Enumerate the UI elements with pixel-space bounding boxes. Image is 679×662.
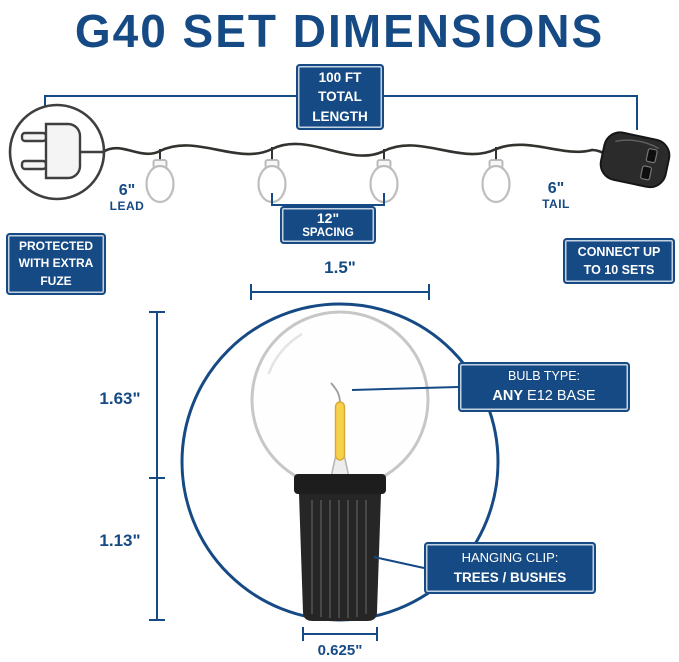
page-title: G40 SET DIMENSIONS (74, 5, 605, 57)
tail-caption: TAIL (542, 197, 570, 212)
base-width-dimension-line (302, 627, 378, 641)
socket-base (299, 494, 381, 621)
fuze-line3: FUZE (40, 273, 72, 288)
led-filament (334, 401, 346, 461)
bulb-type-emphasis: ANY (492, 388, 524, 405)
total-length-line2: TOTAL (318, 89, 362, 105)
lead-label: 6" LEAD (99, 182, 155, 214)
hanging-clip-callout: HANGING CLIP: TREES / BUSHES (424, 542, 596, 594)
plug-icon (8, 103, 106, 201)
lead-value: 6" (118, 182, 136, 199)
connect-line1: CONNECT UP (577, 244, 661, 259)
fuze-note-callout: PROTECTED WITH EXTRA FUZE (6, 233, 106, 295)
connect-note-callout: CONNECT UP TO 10 SETS (563, 238, 675, 284)
socket-ribs (311, 500, 367, 618)
fuze-line2: WITH EXTRA (18, 256, 94, 271)
bulb-type-rest: E12 BASE (527, 388, 596, 405)
tail-value: 6" (547, 180, 565, 197)
total-length-line3: LENGTH (312, 108, 368, 124)
string-bulb-socket (481, 147, 511, 204)
tail-label: 6" TAIL (528, 180, 584, 212)
width-dimension-line (250, 284, 430, 300)
spacing-value: 12" (316, 209, 340, 226)
connect-line2: TO 10 SETS (583, 263, 655, 277)
hanging-clip-value: TREES / BUSHES (453, 569, 567, 585)
hanging-clip-label: HANGING CLIP: (461, 550, 559, 566)
string-bulb-socket (145, 149, 175, 204)
socket-collar (294, 474, 386, 494)
tail-connector-icon (599, 131, 671, 189)
bulb-type-label: BULB TYPE: (507, 369, 581, 384)
total-length-line1: 100 FT (318, 69, 362, 85)
spacing-caption: SPACING (302, 226, 354, 239)
dimension-glass-height-label: 1.63" (99, 389, 141, 408)
height-dimension-line (149, 311, 165, 621)
string-wire (101, 142, 594, 157)
total-length-callout: 100 FT TOTAL LENGTH (296, 64, 384, 130)
string-bulb-socket (369, 149, 399, 204)
hanging-clip-leader-line (373, 556, 425, 569)
dimension-base-height-label: 1.13" (99, 531, 141, 550)
bulb-type-leader-line (351, 386, 459, 391)
fuze-line1: PROTECTED (18, 238, 93, 253)
spacing-callout: 12" SPACING (280, 206, 376, 244)
dimension-base-width-label: 0.625" (317, 642, 363, 659)
glass-highlight (267, 332, 303, 375)
spacing-bracket (271, 193, 385, 206)
dimension-width-label: 1.5" (324, 258, 356, 277)
lead-caption: LEAD (109, 199, 145, 214)
